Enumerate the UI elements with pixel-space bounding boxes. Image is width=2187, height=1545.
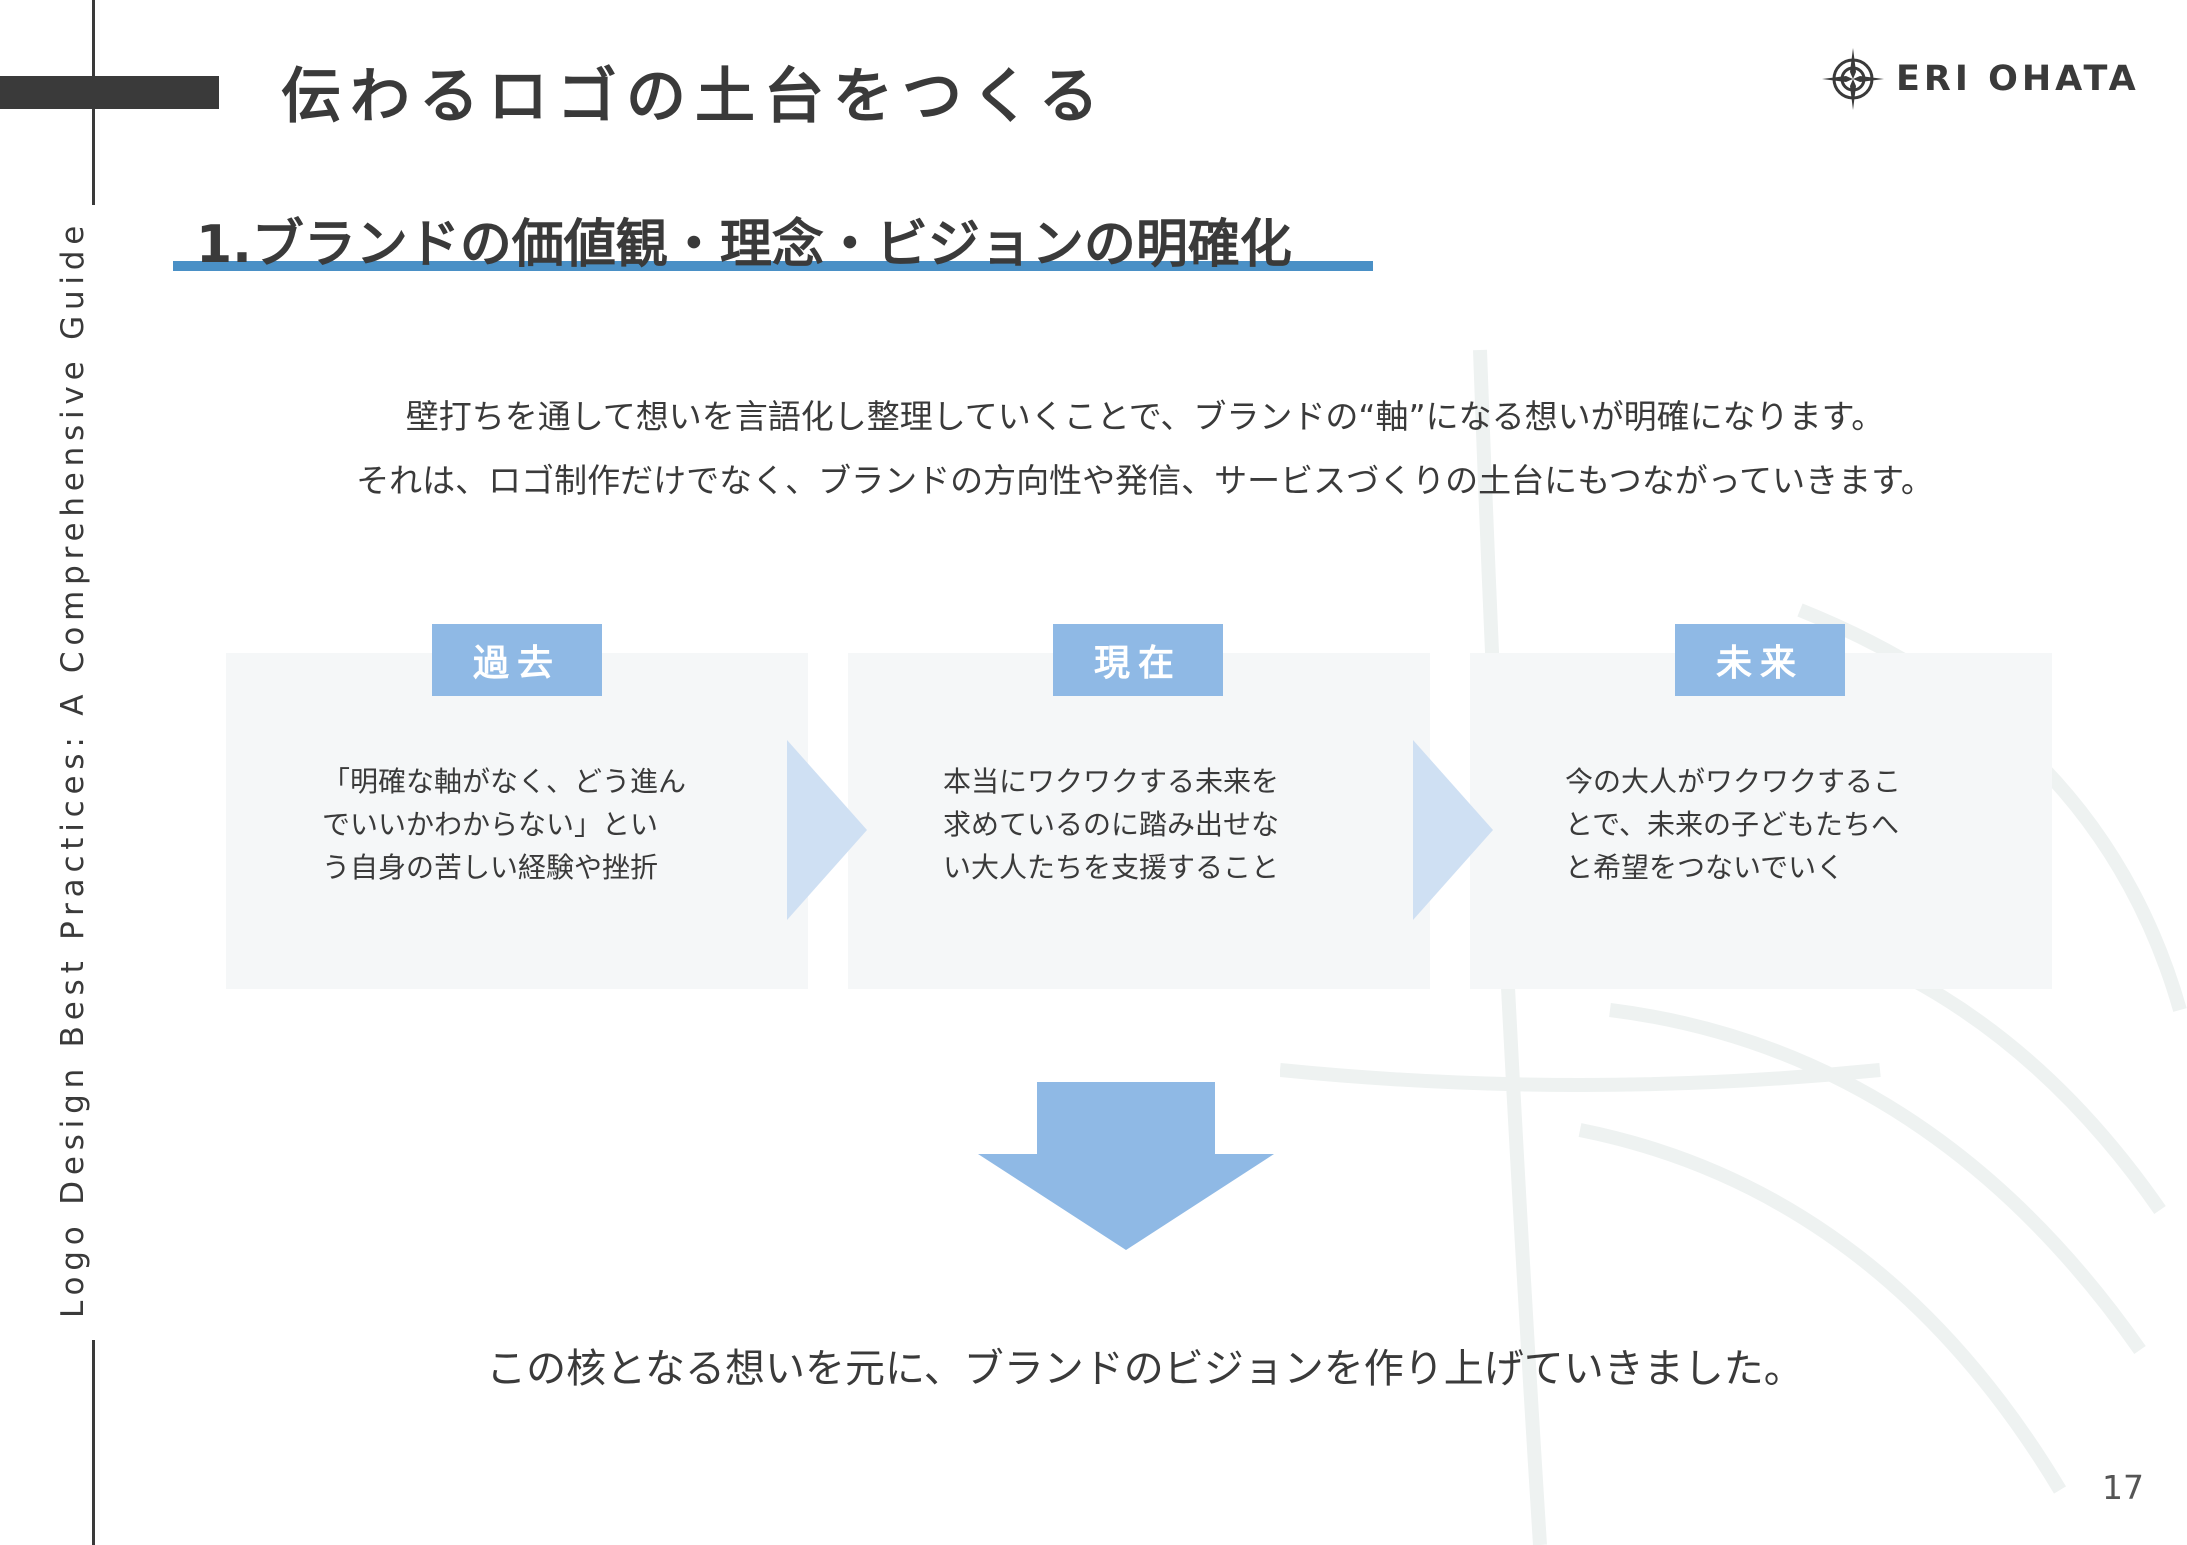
heading-underline: [173, 261, 1373, 271]
intro-paragraph: 壁打ちを通して想いを言語化し整理していくことで、ブランドの“軸”になる想いが明確…: [200, 385, 2090, 513]
timeline-text-line: 本当にワクワクする未来を: [943, 765, 1280, 798]
timeline-text-line: 「明確な軸がなく、どう進ん: [322, 765, 687, 798]
timeline-text-line: 求めているのに踏み出せな: [943, 808, 1280, 841]
timeline-text-present: 本当にワクワクする未来を 求めているのに踏み出せな い大人たちを支援すること: [943, 760, 1343, 889]
timeline-label-present: 現在: [1053, 624, 1223, 696]
timeline-text-line: と希望をつないでいく: [1565, 851, 1845, 884]
timeline-label-future: 未来: [1675, 624, 1845, 696]
chevron-right-icon: [1413, 740, 1493, 920]
conclusion-text: この核となる想いを元に、ブランドのビジョンを作り上げていきました。: [486, 1346, 1804, 1392]
header-accent-bar: [0, 76, 219, 109]
timeline-text-line: 今の大人がワクワクするこ: [1565, 765, 1902, 798]
timeline-text-line: う自身の苦しい経験や挫折: [322, 851, 659, 884]
chevron-right-icon: [787, 740, 867, 920]
page-number: 17: [2102, 1468, 2144, 1507]
arrow-down-icon: [978, 1082, 1274, 1250]
side-guide-text: Logo Design Best Practices: A Comprehens…: [55, 219, 91, 1318]
logo-text: ERI OHATA: [1896, 59, 2140, 99]
timeline-card-present: [848, 653, 1430, 989]
timeline-text-past: 「明確な軸がなく、どう進ん でいいかわからない」とい う自身の苦しい経験や挫折: [322, 760, 722, 889]
left-frame-line-bottom: [92, 1340, 95, 1545]
compass-logo-icon: [1822, 48, 1884, 110]
section-heading: 1.ブランドの価値観・理念・ビジョンの明確化: [196, 215, 1292, 275]
timeline-text-line: い大人たちを支援すること: [943, 851, 1280, 884]
timeline-text-line: とで、未来の子どもたちへ: [1565, 808, 1900, 841]
intro-line: 壁打ちを通して想いを言語化し整理していくことで、ブランドの“軸”になる想いが明確…: [405, 397, 1885, 436]
brand-logo: ERI OHATA: [1822, 44, 2140, 114]
timeline-card-past: [226, 653, 808, 989]
intro-line: それは、ロゴ制作だけでなく、ブランドの方向性や発信、サービスづくりの土台にもつな…: [356, 461, 1934, 500]
timeline-text-line: でいいかわからない」とい: [322, 808, 659, 841]
timeline-card-future: [1470, 653, 2052, 989]
page-title: 伝わるロゴの土台をつくる: [281, 62, 1108, 132]
timeline-text-future: 今の大人がワクワクするこ とで、未来の子どもたちへ と希望をつないでいく: [1565, 760, 1965, 889]
timeline-label-past: 過去: [432, 624, 602, 696]
